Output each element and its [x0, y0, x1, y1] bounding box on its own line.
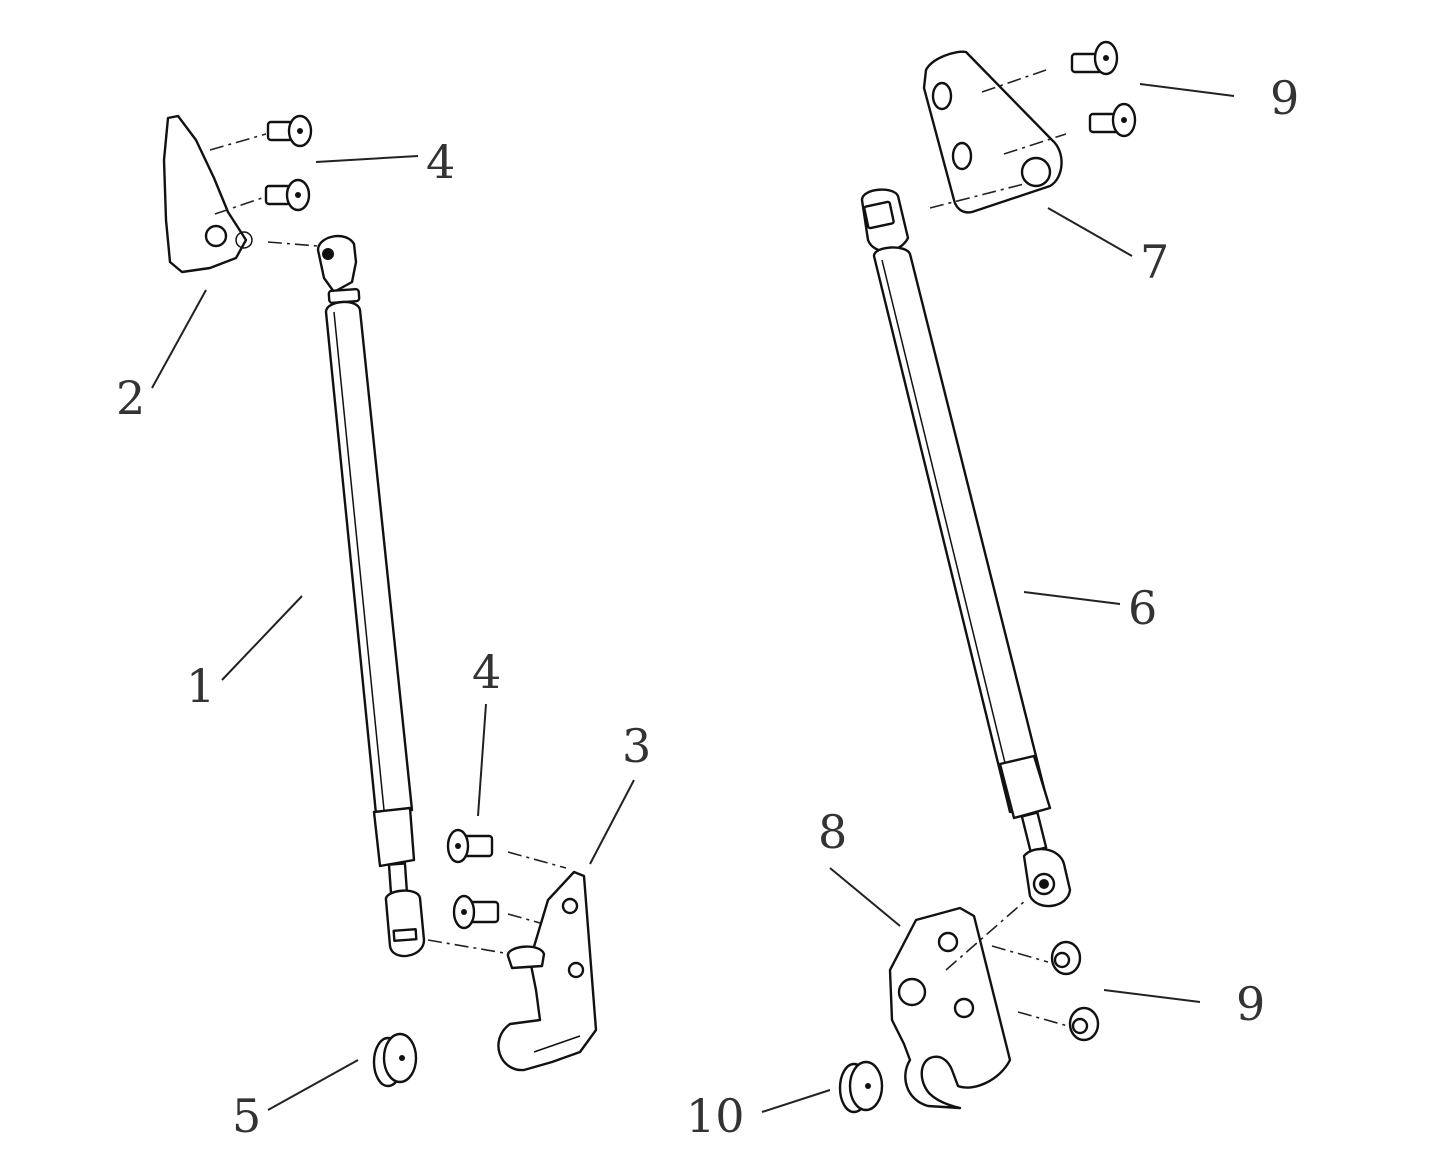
screw-upper-right-2 [1088, 102, 1137, 138]
screw-lower-right-2 [1068, 1006, 1100, 1042]
screw-lower-left-1 [446, 828, 494, 864]
lower-bracket-right [888, 906, 1012, 1110]
callout-4-upper: 4 [426, 135, 455, 189]
callout-6: 6 [1128, 581, 1157, 635]
callout-5: 5 [232, 1089, 261, 1143]
screw-lower-left-2 [452, 894, 500, 930]
callout-8: 8 [818, 805, 847, 859]
callout-4-lower: 4 [472, 645, 501, 699]
callout-1: 1 [186, 659, 215, 713]
screw-upper-left-2 [264, 178, 311, 212]
screw-lower-right-1 [1050, 940, 1082, 976]
upper-bracket-right [922, 50, 1063, 214]
leader-lines [151, 83, 1235, 1113]
lower-bracket-left [497, 870, 598, 1072]
gas-strut-right [860, 188, 1072, 908]
callout-2: 2 [116, 371, 145, 425]
screw-upper-right-1 [1070, 40, 1119, 76]
gas-strut-left [316, 234, 426, 958]
screw-upper-left-1 [266, 114, 313, 148]
callout-10: 10 [686, 1089, 745, 1143]
upper-bracket-left [162, 114, 253, 274]
callout-9-lower: 9 [1236, 977, 1265, 1031]
callout-7: 7 [1140, 235, 1169, 289]
callout-3: 3 [622, 719, 651, 773]
callout-9-upper: 9 [1270, 71, 1299, 125]
rubber-cap-right [838, 1060, 884, 1114]
rubber-cap-left [372, 1032, 418, 1088]
